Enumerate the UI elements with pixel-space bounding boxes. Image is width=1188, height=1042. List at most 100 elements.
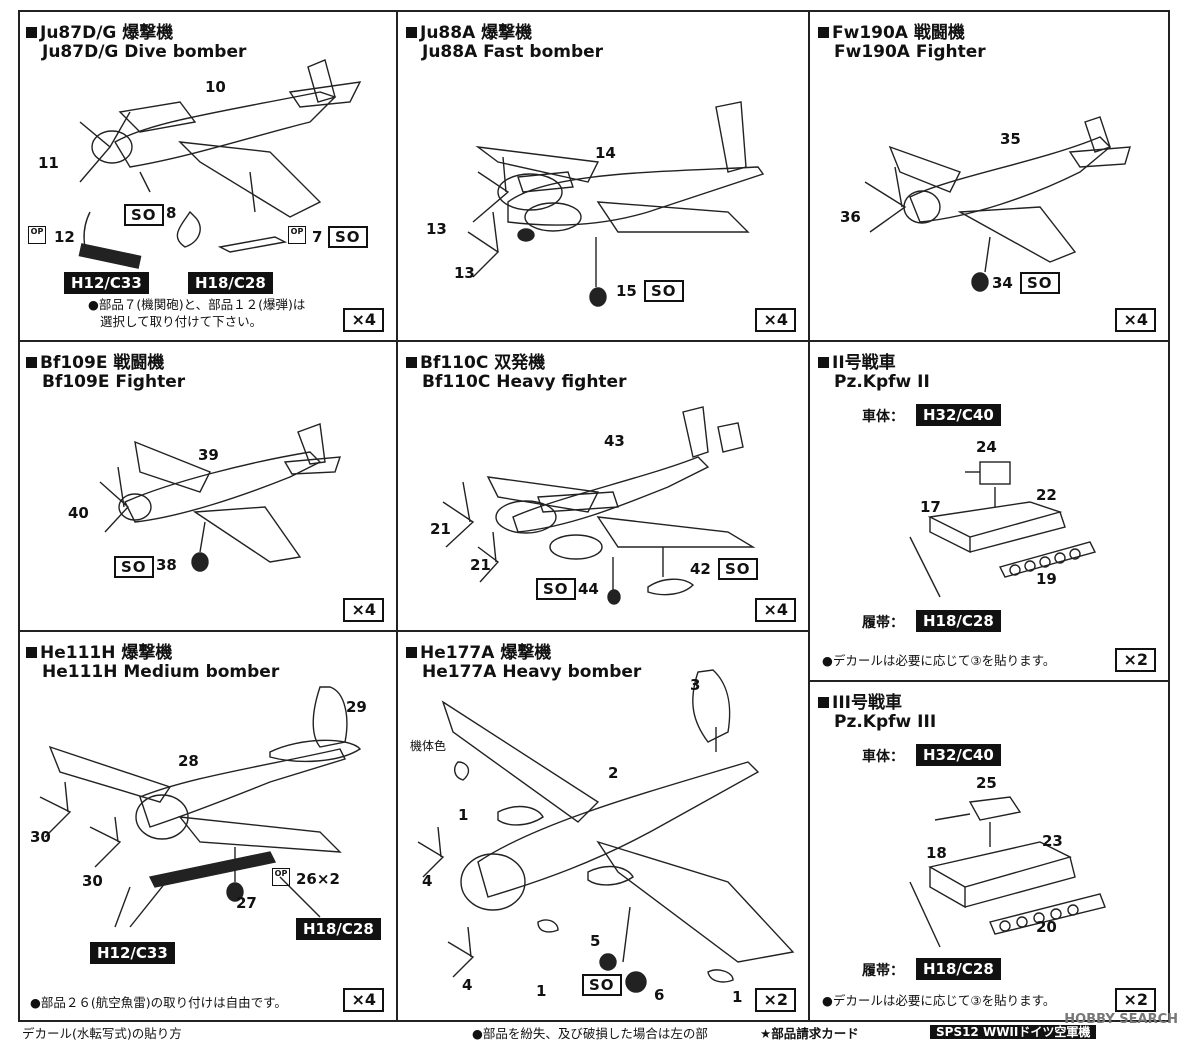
- part-number: 23: [1042, 832, 1063, 850]
- ju87-drawing: [78, 59, 362, 269]
- so-badge: SO: [124, 204, 164, 226]
- panel-title-jp: II号戦車: [818, 348, 896, 373]
- panel-pz2: II号戦車 Pz.Kpfw II 車体： H32/C40 24 17 22 19…: [810, 342, 1170, 682]
- part-number: 27: [236, 894, 257, 912]
- bottom-strip: デカール(水転写式)の貼り方 ●部品を紛失、及び破損した場合は左の部 ★部品請求…: [0, 1022, 1188, 1041]
- note-text: 選択して取り付けて下さい。: [100, 314, 263, 329]
- part-number: 5: [590, 932, 601, 950]
- quantity-badge: ×4: [1115, 308, 1156, 332]
- note-text: ●部品７(機関砲)と、部品１２(爆弾)は: [88, 297, 306, 312]
- panel-title-jp: Bf110C 双発機: [406, 348, 545, 373]
- color-code-badge: H12/C33: [64, 272, 149, 294]
- panel-fw190: Fw190A 戦闘機 Fw190A Fighter 35 36 34 SO ×4: [810, 10, 1170, 342]
- panel-title-en: Bf110C Heavy fighter: [422, 372, 627, 392]
- color-code-badge: H32/C40: [916, 404, 1001, 426]
- so-badge: SO: [582, 974, 622, 996]
- watermark: HOBBY SEARCH: [1064, 1012, 1178, 1027]
- part-number: 21: [470, 556, 491, 574]
- color-code-badge: H18/C28: [916, 610, 1001, 632]
- op-icon: OP: [288, 226, 306, 244]
- panel-title-en: Fw190A Fighter: [834, 42, 986, 62]
- he177-drawing: [417, 669, 795, 993]
- bf109-drawing: [99, 423, 342, 572]
- part-number: 12: [54, 228, 75, 246]
- pz3-drawing: [909, 796, 1106, 948]
- part-number: 1: [732, 988, 743, 1006]
- part-number: 34: [992, 274, 1013, 292]
- he111-drawing: [39, 686, 362, 928]
- hull-label: 車体：: [862, 749, 904, 765]
- part-number: 15: [616, 282, 637, 300]
- panel-title-en: Ju88A Fast bomber: [422, 42, 604, 62]
- part-number: 35: [1000, 130, 1021, 148]
- quantity-badge: ×2: [1115, 648, 1156, 672]
- panel-bf109: Bf109E 戦闘機 Bf109E Fighter 39 40 SO 38 ×4: [18, 342, 398, 632]
- part-number: 17: [920, 498, 941, 516]
- part-number: 26×2: [296, 870, 340, 888]
- panel-title-jp: Fw190A 戦闘機: [818, 18, 965, 43]
- panel-title-jp: Bf109E 戦闘機: [26, 348, 164, 373]
- pz2-drawing: [909, 461, 1097, 598]
- part-number: 30: [82, 872, 103, 890]
- replacement-note: ●部品を紛失、及び破損した場合は左の部: [472, 1026, 708, 1041]
- panel-title-en: Pz.Kpfw II: [834, 372, 930, 392]
- part-number: 39: [198, 446, 219, 464]
- quantity-badge: ×2: [1115, 988, 1156, 1012]
- part-number: 20: [1036, 918, 1057, 936]
- quantity-badge: ×2: [755, 988, 796, 1012]
- panel-title-en: Ju87D/G Dive bomber: [42, 42, 247, 62]
- panel-title-en: He177A Heavy bomber: [422, 662, 642, 682]
- part-number: 25: [976, 774, 997, 792]
- part-number: 11: [38, 154, 59, 172]
- panel-pz3: III号戦車 Pz.Kpfw III 車体： H32/C40 25 23 18 …: [810, 682, 1170, 1022]
- panel-title-en: He111H Medium bomber: [42, 662, 280, 682]
- color-code-badge: H18/C28: [916, 958, 1001, 980]
- bf110-drawing: [442, 406, 756, 605]
- product-code: SPS12 WWIIドイツ空軍機: [930, 1025, 1097, 1039]
- panel-title-jp: Ju88A 爆撃機: [406, 18, 532, 43]
- part-number: 18: [926, 844, 947, 862]
- part-number: 4: [422, 872, 433, 890]
- part-number: 8: [166, 204, 177, 222]
- part-number: 10: [205, 78, 226, 96]
- quantity-badge: ×4: [343, 308, 384, 332]
- so-badge: SO: [1020, 272, 1060, 294]
- part-number: 38: [156, 556, 177, 574]
- quantity-badge: ×4: [343, 598, 384, 622]
- part-number: 1: [536, 982, 547, 1000]
- decal-instructions-heading: デカール(水転写式)の貼り方: [22, 1026, 182, 1041]
- panel-he177: He177A 爆撃機 He177A Heavy bomber 3 2 機体色 1…: [398, 632, 810, 1022]
- ju88-drawing: [467, 101, 765, 307]
- panel-ju87: Ju87D/G 爆撃機 Ju87D/G Dive bomber 10 11 SO…: [18, 10, 398, 342]
- panel-title-jp: III号戦車: [818, 688, 902, 713]
- parts-request-card-label: ★部品請求カード: [760, 1026, 859, 1041]
- panel-bf110: Bf110C 双発機 Bf110C Heavy fighter 43 21 21…: [398, 342, 810, 632]
- part-number: 21: [430, 520, 451, 538]
- color-code-badge: H18/C28: [296, 918, 381, 940]
- body-color-label: 機体色: [410, 739, 447, 753]
- part-number: 7: [312, 228, 323, 246]
- note-text: ●デカールは必要に応じて③を貼ります。: [822, 653, 1056, 668]
- so-badge: SO: [644, 280, 684, 302]
- so-badge: SO: [536, 578, 576, 600]
- part-number: 13: [454, 264, 475, 282]
- panel-title-jp: He177A 爆撃機: [406, 638, 551, 663]
- note-text: ●デカールは必要に応じて③を貼ります。: [822, 993, 1056, 1008]
- part-number: 43: [604, 432, 625, 450]
- track-label: 履帯：: [862, 963, 904, 979]
- part-number: 30: [30, 828, 51, 846]
- part-number: 4: [462, 976, 473, 994]
- part-number: 42: [690, 560, 711, 578]
- panel-ju88: Ju88A 爆撃機 Ju88A Fast bomber 14 13 13 15 …: [398, 10, 810, 342]
- part-number: 44: [578, 580, 599, 598]
- hull-label: 車体：: [862, 409, 904, 425]
- part-number: 2: [608, 764, 619, 782]
- part-number: 36: [840, 208, 861, 226]
- part-number: 6: [654, 986, 665, 1004]
- so-badge: SO: [328, 226, 368, 248]
- op-icon: OP: [28, 226, 46, 244]
- color-code-badge: H18/C28: [188, 272, 273, 294]
- panel-title-en: Bf109E Fighter: [42, 372, 186, 392]
- track-label: 履帯：: [862, 615, 904, 631]
